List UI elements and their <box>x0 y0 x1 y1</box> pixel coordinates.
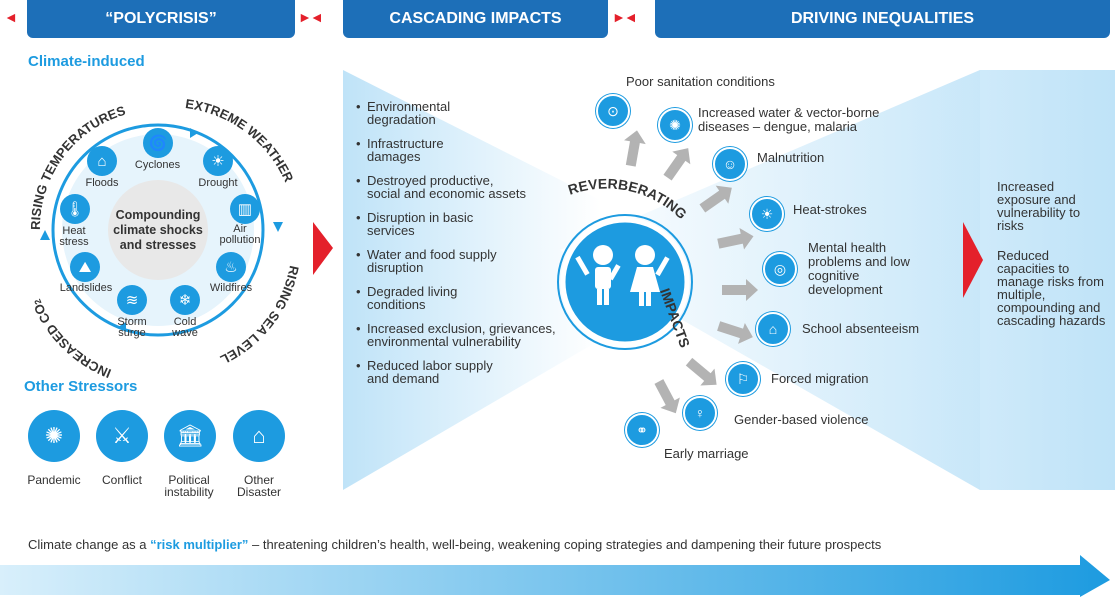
list-item: Water and food supply disruption <box>356 248 497 274</box>
disaster-house-icon: ⌂ <box>233 410 285 462</box>
stressor-label: Conflict <box>101 473 142 487</box>
climate-induced-heading: Climate-induced <box>28 53 145 70</box>
impact-label: Forced migration <box>771 371 869 386</box>
impact-label: Increased water & vector-borne diseases … <box>698 105 880 134</box>
mosquito-icon: ✺ <box>658 108 692 142</box>
impact-label: Poor sanitation conditions <box>626 74 775 89</box>
footer-caption: Climate change as a “risk multiplier” – … <box>28 537 882 552</box>
hazard-label: Landslides <box>59 282 113 294</box>
stressor-label: Pandemic <box>27 473 81 487</box>
early-marriage-icon: ⚭ <box>625 413 659 447</box>
virus-icon: ✺ <box>28 410 80 462</box>
cyclone-icon: 🌀 <box>143 128 173 158</box>
hazard-label: Air pollution <box>219 223 261 246</box>
factory-icon: ▥ <box>230 194 260 224</box>
inequalities-list: Increased exposure and vulnerability to … <box>997 180 1109 327</box>
impact-label: Heat-strokes <box>793 202 867 217</box>
gender-violence-icon: ♀ <box>683 396 717 430</box>
list-item: Increased exclusion, grievances, environ… <box>356 322 557 348</box>
thermometer-icon: 🌡 <box>60 194 90 224</box>
list-item: Reduced labor supply and demand <box>356 359 517 385</box>
impact-label: Malnutrition <box>757 150 825 165</box>
impact-label: School absenteeism <box>802 321 920 336</box>
red-arrows-icon: ►◄ <box>298 9 324 25</box>
hazard-label: Floods <box>85 177 119 189</box>
list-item: Environmental degradation <box>356 100 487 126</box>
wheel-center-text: Compounding climate shocks and stresses <box>113 208 203 252</box>
sanitation-icon: ⊙ <box>596 94 630 128</box>
impact-label: Early marriage <box>664 446 749 461</box>
sun-icon: ☀ <box>750 197 784 231</box>
brain-icon: ◎ <box>763 252 797 286</box>
school-icon: ⌂ <box>756 312 790 346</box>
impact-label: Gender-based violence <box>734 412 869 427</box>
hazard-label: Wildfires <box>209 282 253 294</box>
hazard-label: Cyclones <box>134 159 181 171</box>
impact-label: Mental health problems and low cognitive… <box>808 240 910 297</box>
conflict-icon: ⚔ <box>96 410 148 462</box>
stressor-label: Other Disaster <box>236 473 281 499</box>
list-item: Infrastructure damages <box>356 137 477 163</box>
reverberating-circle: REVERBERATING <box>557 175 693 350</box>
landslide-icon: ⛰ <box>70 252 100 282</box>
risk-multiplier-highlight: “risk multiplier” <box>150 537 249 552</box>
red-arrow-icon: ◄ <box>4 9 18 25</box>
flood-icon: ⌂ <box>87 146 117 176</box>
stressor-label: Political instability <box>164 473 214 499</box>
arrow-icon <box>722 279 758 301</box>
hazard-label: Cold wave <box>172 316 198 339</box>
wildfire-icon: ♨ <box>216 252 246 282</box>
hazard-label: Drought <box>198 177 238 189</box>
header-driving-inequalities: DRIVING INEQUALITIES <box>655 0 1110 38</box>
header-cascading-impacts: CASCADING IMPACTS <box>343 0 608 38</box>
inequality-item: Increased exposure and vulnerability to … <box>997 179 1081 233</box>
snowflake-icon: ❄ <box>170 285 200 315</box>
climate-wheel: RISING TEMPERATURES EXTREME WEATHER RISI… <box>28 96 302 380</box>
header-polycrisis: “POLYCRISIS” <box>27 0 295 38</box>
hazard-label: Heat stress <box>59 225 89 248</box>
other-stressors-heading: Other Stressors <box>24 378 138 395</box>
migration-icon: ⚐ <box>726 362 760 396</box>
drought-icon: ☀ <box>203 146 233 176</box>
government-icon: 🏛 <box>164 410 216 462</box>
malnutrition-icon: ☺ <box>713 147 747 181</box>
red-arrows-icon: ►◄ <box>612 9 638 25</box>
list-item: Destroyed productive, social and economi… <box>356 174 527 200</box>
list-item: Degraded living conditions <box>356 285 477 311</box>
children-icon <box>575 245 670 306</box>
hazard-label: Storm surge <box>117 316 147 339</box>
storm-surge-icon: ≋ <box>117 285 147 315</box>
list-item: Disruption in basic services <box>356 211 507 237</box>
cascading-impacts-list: Environmental degradation Infrastructure… <box>356 100 566 396</box>
inequality-item: Reduced capacities to manage risks from … <box>997 248 1106 328</box>
